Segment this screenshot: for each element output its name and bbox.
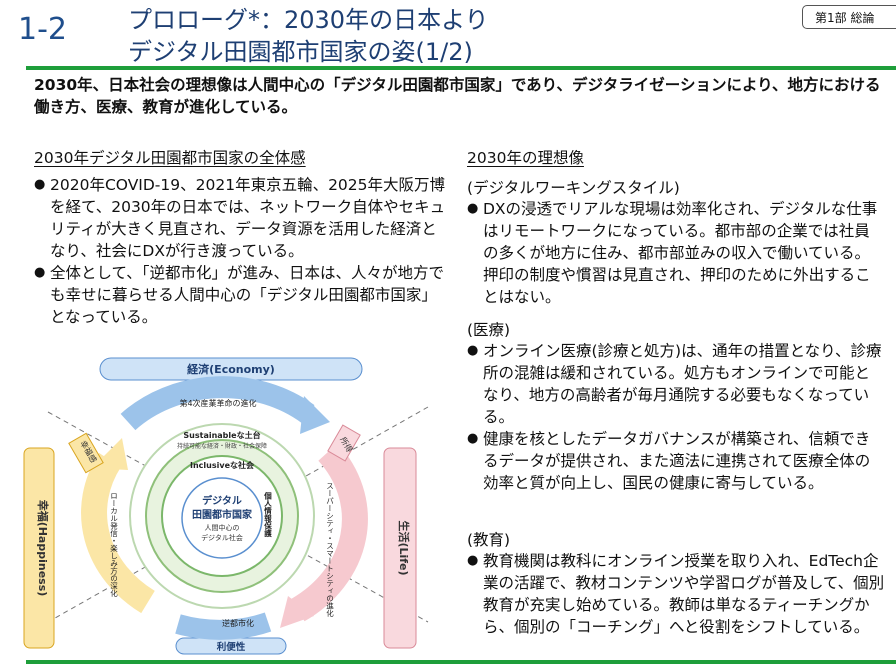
cycle-arrow-bottom xyxy=(175,612,272,640)
core-circle xyxy=(181,477,263,559)
core-label-line2: 田園都市国家 xyxy=(192,508,253,521)
slide-number: 1-2 xyxy=(18,12,67,47)
work-bullet-list: DXの浸透でリアルな現場は効率化され、デジタルな仕事はリモートワークになっている… xyxy=(467,198,885,308)
medical-bullet-list: オンライン医療(診療と処方)は、通年の措置となり、診療所の混雑は緩和されている。… xyxy=(467,340,885,494)
cycle-arrow-top xyxy=(120,376,315,431)
reverse-urbanization-label: 逆都市化 xyxy=(222,618,254,628)
core-sub-line1: 人間中心の xyxy=(205,523,240,532)
core-label-line1: デジタル xyxy=(202,494,242,507)
header-divider xyxy=(26,66,896,70)
cycle-arrowhead-top xyxy=(300,396,330,434)
supercity-label: スーパーシティ・スマートシティの進化 xyxy=(325,482,334,618)
sustainable-sub-label: 持続可能な経済・財政・社会保障 xyxy=(177,442,267,450)
cycle-arrow-right xyxy=(291,443,368,622)
left-bullet-1: 2020年COVID-19、2021年東京五輪、2025年大阪万博を経て、203… xyxy=(34,174,446,262)
part-badge: 第1部 総論 xyxy=(802,5,896,29)
happiness-label: 幸福(Happiness) xyxy=(36,500,50,597)
education-label: (教育) xyxy=(467,531,511,549)
inclusive-label: Inclusiveな社会 xyxy=(190,460,254,470)
happiness-bar xyxy=(23,447,55,649)
economy-label: 経済(Economy) xyxy=(187,362,275,376)
title-line-1: プロローグ*：2030年の日本より xyxy=(128,6,489,34)
happiness-tag xyxy=(68,432,104,474)
medical-bullet-2: 健康を核としたデータガバナンスが構築され、信頼できるデータが提供され、また適法に… xyxy=(467,428,885,494)
footer-divider xyxy=(26,660,896,664)
education-bullet-list: 教育機関は教科にオンライン授業を取り入れ、EdTech企業の活躍で、教材コンテン… xyxy=(467,550,885,638)
left-bullet-list: 2020年COVID-19、2021年東京五輪、2025年大阪万博を経て、203… xyxy=(34,174,446,328)
income-tag xyxy=(327,424,361,462)
convenience-label: 利便性 xyxy=(216,641,246,653)
work-style-label: (デジタルワーキングスタイル) xyxy=(467,179,680,197)
medical-bullet-1: オンライン医療(診療と処方)は、通年の措置となり、診療所の混雑は緩和されている。… xyxy=(467,340,885,428)
digital-garden-city-diagram: 経済(Economy) 幸福(Happiness) 生活(Life) 利便性 第… xyxy=(23,357,429,655)
left-bullet-2: 全体として、「逆都市化」が進み、日本は、人々が地方でも幸せに暮らせる人間中心の「… xyxy=(34,262,446,328)
cycle-arrowhead-right xyxy=(280,596,314,628)
page-title: プロローグ*：2030年の日本より デジタル田園都市国家の姿(1/2) xyxy=(128,4,489,68)
sustainable-label: Sustainableな土台 xyxy=(183,430,260,440)
life-bar xyxy=(383,447,417,649)
work-bullet-1: DXの浸透でリアルな現場は効率化され、デジタルな仕事はリモートワークになっている… xyxy=(467,198,885,308)
education-bullet-1: 教育機関は教科にオンライン授業を取り入れ、EdTech企業の活躍で、教材コンテン… xyxy=(467,550,885,638)
privacy-label: 個人情報保護 xyxy=(263,491,272,539)
medical-label: (医療) xyxy=(467,321,511,339)
right-section-heading: 2030年の理想像 xyxy=(467,149,584,167)
local-label: ローカル発信・楽しみ方の深化 xyxy=(109,492,118,598)
summary-text: 2030年、日本社会の理想像は人間中心の「デジタル田園都市国家」であり、デジタラ… xyxy=(34,76,881,116)
title-line-2: デジタル田園都市国家の姿(1/2) xyxy=(128,38,473,66)
industry-4-label: 第4次産業革命の進化 xyxy=(179,398,256,408)
core-sub-line2: デジタル社会 xyxy=(201,533,243,542)
left-section-heading: 2030年デジタル田園都市国家の全体感 xyxy=(34,149,306,167)
cycle-arrow-left xyxy=(81,452,156,614)
life-label: 生活(Life) xyxy=(397,520,411,575)
